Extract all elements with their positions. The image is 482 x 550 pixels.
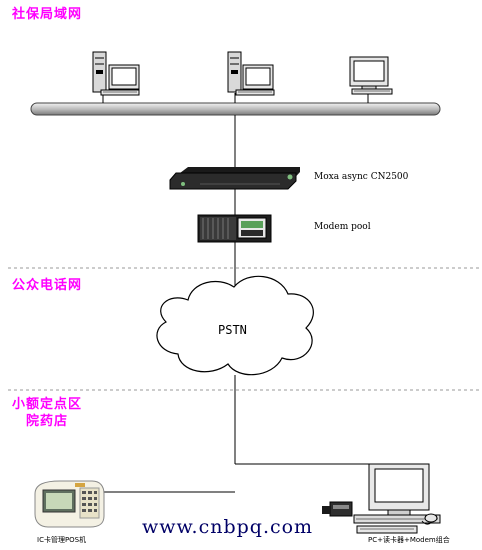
zone-label-terminal-line1: 小额定点区 [12,397,83,412]
async-server-icon [169,167,300,190]
zone-label-pstn: 公众电话网 [12,278,83,293]
pos-caption: IC卡管理POS机 [37,536,87,544]
website-watermark: www.cnbpq.com [142,516,314,538]
monitor-icon [349,56,393,95]
moxa-label: Moxa async CN2500 [314,172,409,182]
modem-pool-icon [197,214,272,243]
pstn-label: PSTN [218,323,247,337]
zone-label-lan: 社保局域网 [12,7,83,22]
workstation-icon [227,51,275,96]
modem-pool-label: Modem pool [314,222,371,232]
pos-terminal-icon [34,480,105,528]
lan-bus [30,102,441,116]
pc-caption: PC+读卡器+Modem组合 [368,536,450,544]
workstation-icon [92,51,140,96]
pstn-cloud [156,275,314,376]
pc-workstation-icon [322,463,441,534]
zone-label-terminal-line2: 院药店 [26,414,69,429]
